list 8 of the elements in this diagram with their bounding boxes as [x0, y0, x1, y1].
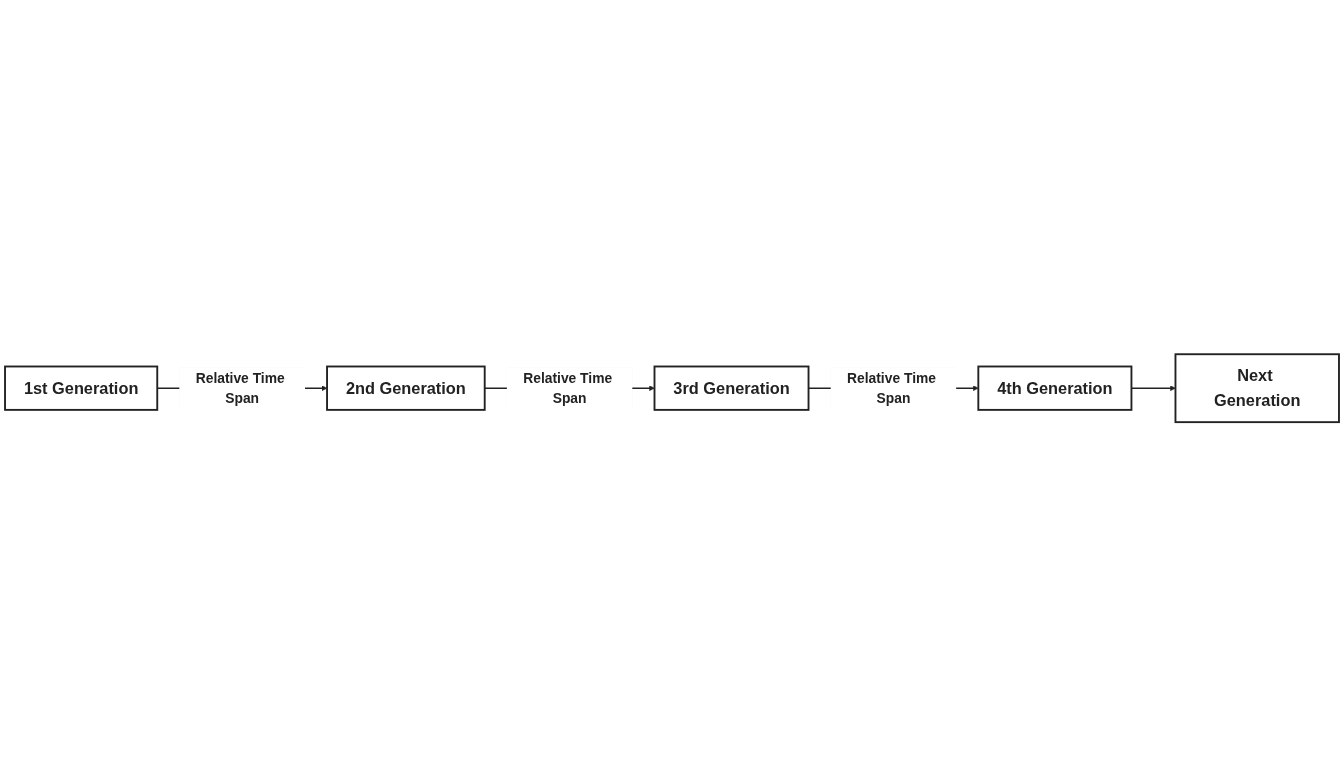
edge-label: Relative Time Span — [523, 370, 613, 407]
edge-label: Relative Time Span — [195, 370, 285, 407]
node-box: 2nd Generation — [326, 365, 486, 412]
node-box: Next Generation — [1174, 353, 1340, 424]
node-box: 1st Generation — [4, 365, 159, 412]
node-box: 4th Generation — [977, 365, 1133, 412]
edge-label: Relative Time Span — [847, 370, 936, 407]
node-box: 3rd Generation — [653, 365, 810, 412]
